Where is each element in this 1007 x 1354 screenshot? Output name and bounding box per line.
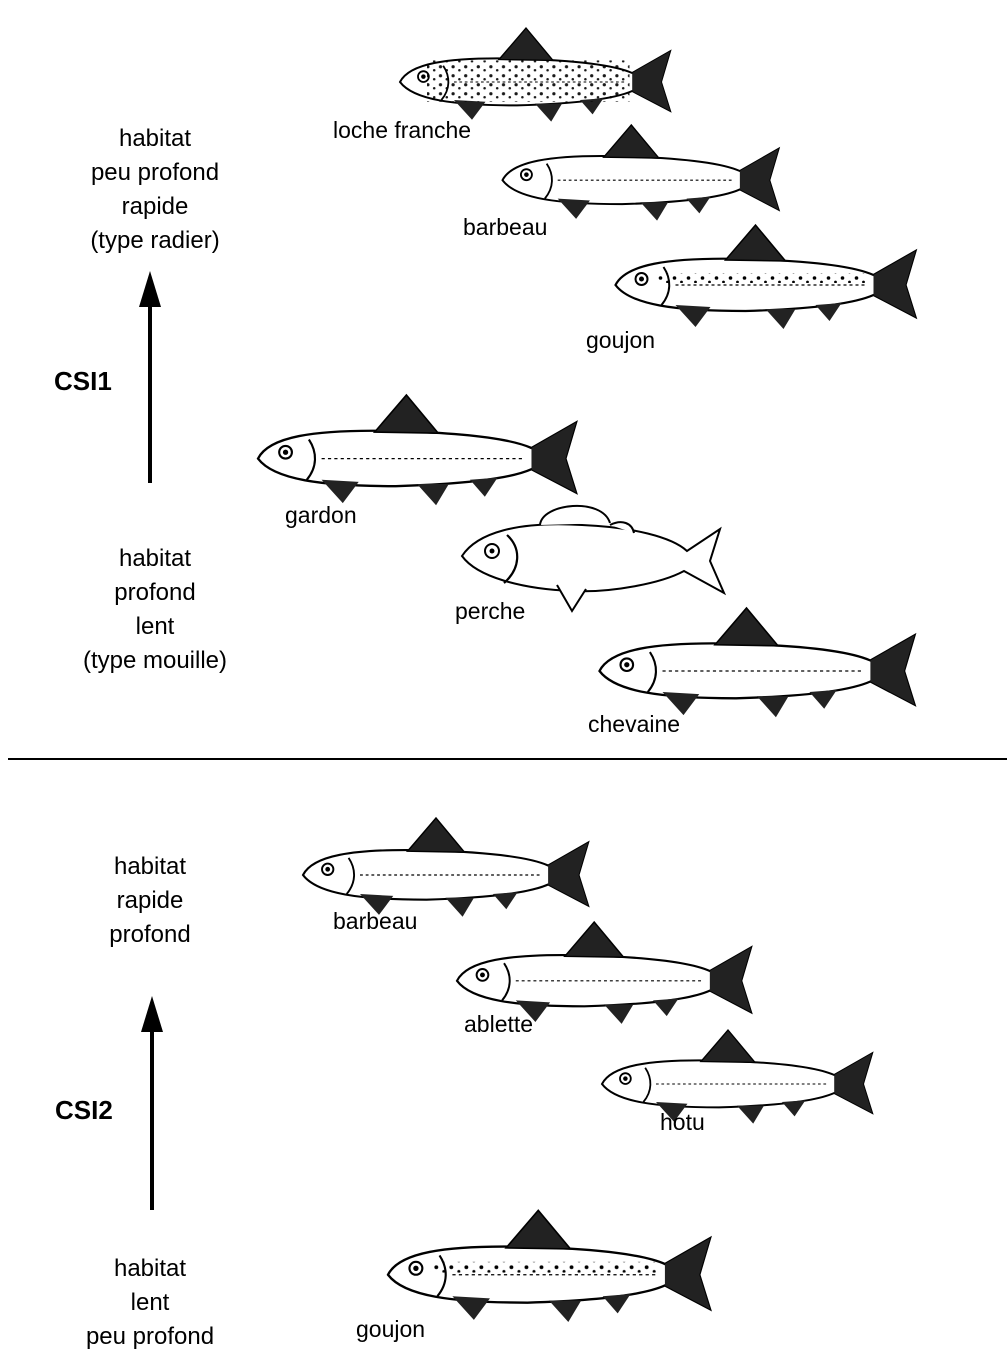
fish-hotu — [577, 1030, 897, 1120]
habitat-upper-bottom: habitat rapide profond — [70, 850, 230, 952]
habitat-line: habitat — [60, 122, 250, 156]
csi2-label: CSI2 — [55, 1095, 113, 1126]
fish-label: barbeau — [463, 214, 547, 241]
csi1-arrow — [148, 305, 152, 483]
fish-label: loche franche — [333, 117, 471, 144]
fish-barbeau-2 — [283, 818, 608, 913]
habitat-line: profond — [70, 918, 230, 952]
habitat-line: (type radier) — [60, 224, 250, 258]
fish-barbeau — [478, 125, 803, 217]
habitat-line: rapide — [60, 190, 250, 224]
habitat-line: habitat — [55, 1252, 245, 1286]
fish-label: goujon — [356, 1316, 425, 1343]
habitat-line: lent — [55, 610, 255, 644]
habitat-line: peu profond — [55, 1320, 245, 1354]
habitat-line: profond — [55, 576, 255, 610]
fish-label: chevaine — [588, 711, 680, 738]
fish-ablette — [438, 922, 770, 1020]
habitat-line: rapide — [70, 884, 230, 918]
fish-label: goujon — [586, 327, 655, 354]
habitat-upper-top: habitat peu profond rapide (type radier) — [60, 122, 250, 258]
fish-label: perche — [455, 598, 525, 625]
habitat-line: habitat — [55, 542, 255, 576]
habitat-line: (type mouille) — [55, 644, 255, 678]
csi2-arrow — [150, 1030, 154, 1210]
fish-chevaine — [588, 608, 926, 713]
habitat-lower-top: habitat profond lent (type mouille) — [55, 542, 255, 678]
habitat-lower-bottom: habitat lent peu profond — [55, 1252, 245, 1354]
fish-label: ablette — [464, 1011, 533, 1038]
fish-goujon — [603, 225, 928, 325]
habitat-line: habitat — [70, 850, 230, 884]
fish-label: gardon — [285, 502, 357, 529]
habitat-line: lent — [55, 1286, 245, 1320]
panel-divider — [8, 758, 1007, 760]
fish-label: hotu — [660, 1109, 705, 1136]
csi1-label: CSI1 — [54, 366, 112, 397]
fish-gardon — [258, 393, 576, 503]
fish-label: barbeau — [333, 908, 417, 935]
fish-loche-franche — [370, 28, 700, 118]
fish-goujon-2 — [388, 1210, 710, 1318]
habitat-line: peu profond — [60, 156, 250, 190]
